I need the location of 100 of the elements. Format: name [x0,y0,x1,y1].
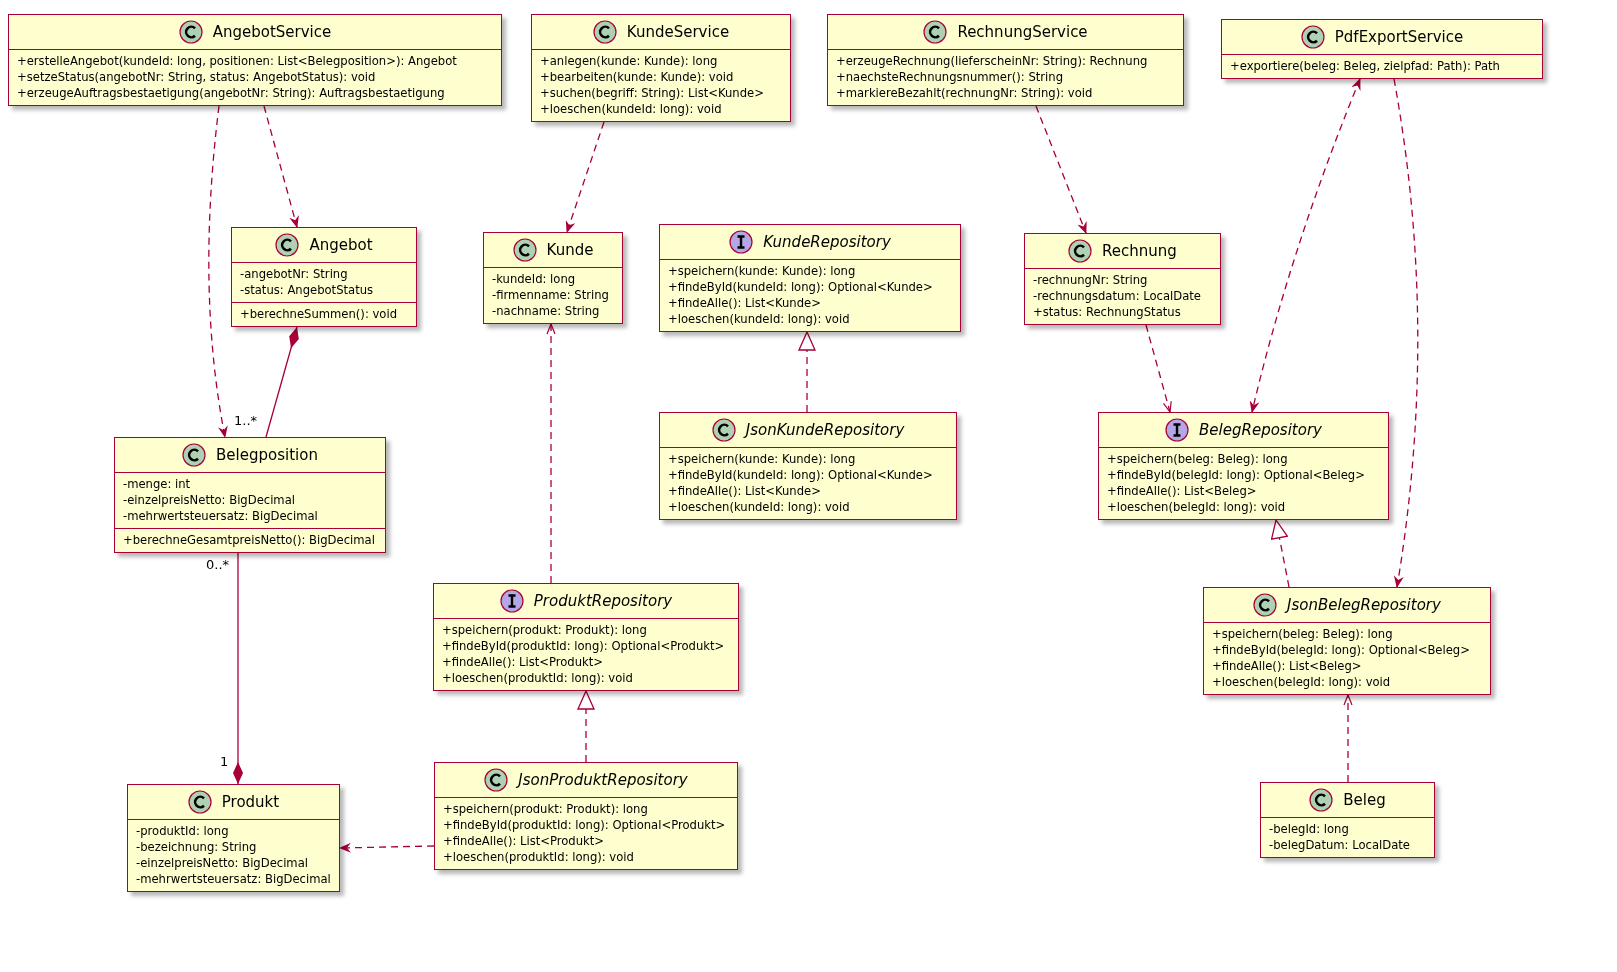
class-name: AngebotService [212,23,332,41]
member-text: -belegId: long [1269,821,1349,837]
class-name: JsonProduktRepository [518,771,688,789]
class-box [231,227,417,327]
class-name: Produkt [221,793,280,811]
member-text: -kundeId: long [492,271,576,287]
interface-box [433,583,739,691]
member-text: +speichern(beleg: Beleg): long [1107,451,1288,467]
class-box [483,232,623,324]
multiplicity-label: 1..* [234,413,258,428]
member-text: +findeAlle(): List<Produkt> [443,833,605,849]
member-text: +erzeugeRechnung(lieferscheinNr: String): Rechnung [836,53,1148,69]
dependency-arrow [546,323,556,584]
member-text: +loeschen(belegId: long): void [1212,674,1391,690]
class-name: JsonKundeRepository [745,421,905,439]
member-text: +loeschen(kundeId: long): void [668,499,850,515]
member-text: +findeById(kundeId: long): Optional<Kunde> [668,467,933,483]
member-text: +findeAlle(): List<Kunde> [668,483,821,499]
class-name: KundeRepository [763,233,891,251]
member-text: +berechneSummen(): void [240,306,397,322]
member-text: +bearbeiten(kunde: Kunde): void [540,69,734,85]
class-name: BelegRepository [1199,421,1322,439]
dependency-arrow [1035,105,1087,234]
member-text: +speichern(produkt: Produkt): long [442,622,647,638]
class-box [1203,587,1491,695]
realization-arrow [577,690,595,763]
member-text: +loeschen(kundeId: long): void [540,101,722,117]
member-text: -bezeichnung: String [136,839,257,855]
member-text: +erzeugeAuftragsbestaetigung(angebotNr: String): Auftragsbestaetigung [17,85,445,101]
member-text: +loeschen(produktId: long): void [443,849,634,865]
member-text: +status: RechnungStatus [1033,304,1181,320]
dependency-arrow [263,105,299,228]
multiplicity-label: 1 [220,754,229,769]
class-box [1221,19,1543,79]
member-text: +findeAlle(): List<Kunde> [668,295,821,311]
member-text: +findeById(produktId: long): Optional<Produkt> [443,817,726,833]
realization-arrow [798,331,816,413]
member-text: -status: AngebotStatus [240,282,374,298]
interface-box [659,224,961,332]
class-name: RechnungService [957,23,1088,41]
class-box [827,14,1184,106]
class-name: PdfExportService [1334,28,1464,46]
class-box [434,762,738,870]
member-text: -rechnungsdatum: LocalDate [1033,288,1201,304]
member-text: +suchen(begriff: String): List<Kunde> [540,85,764,101]
class-box [659,412,957,520]
class-box [8,14,502,106]
class-name: KundeService [626,23,730,41]
member-text: +erstelleAngebot(kundeId: long, positionen: List<Belegposition>): Angebot [17,53,457,69]
member-text: +findeById(belegId: long): Optional<Beleg> [1107,467,1365,483]
class-box [114,437,386,553]
dependency-arrow [1249,78,1361,413]
member-text: -mehrwertsteuersatz: BigDecimal [136,871,331,887]
member-text: +findeById(kundeId: long): Optional<Kunde> [668,279,933,295]
member-text: +speichern(kunde: Kunde): long [668,451,856,467]
dependency-arrow [1343,694,1353,783]
member-text: +loeschen(belegId: long): void [1107,499,1286,515]
member-text: +speichern(kunde: Kunde): long [668,263,856,279]
class-box [1024,233,1221,325]
interface-box [1098,412,1389,520]
dependency-arrow [1393,78,1419,588]
member-text: -mehrwertsteuersatz: BigDecimal [123,508,318,524]
member-text: +findeById(belegId: long): Optional<Beleg> [1212,642,1470,658]
composition-line [233,552,243,785]
multiplicity-label: 0..* [206,557,230,572]
class-name: Beleg [1343,791,1386,809]
member-text: -rechnungNr: String [1033,272,1148,288]
class-box [531,14,791,122]
composition-line [265,326,299,438]
class-name: Kunde [546,241,594,259]
dependency-arrow [1145,324,1172,413]
member-text: -angebotNr: String [240,266,348,282]
class-box [127,784,340,892]
member-text: -firmenname: String [492,287,609,303]
member-text: +speichern(produkt: Produkt): long [443,801,648,817]
member-text: -belegDatum: LocalDate [1269,837,1410,853]
member-text: -einzelpreisNetto: BigDecimal [136,855,308,871]
member-text: -produktId: long [136,823,229,839]
member-text: +findeAlle(): List<Produkt> [442,654,604,670]
class-name: Belegposition [216,446,318,464]
member-text: +speichern(beleg: Beleg): long [1212,626,1393,642]
class-name: Angebot [309,236,373,254]
realization-arrow [1270,519,1290,588]
member-text: -menge: int [123,476,191,492]
member-text: +findeAlle(): List<Beleg> [1107,483,1257,499]
class-name: Rechnung [1102,242,1177,260]
dependency-arrow [339,842,435,853]
member-text: +loeschen(produktId: long): void [442,670,633,686]
class-box [1260,782,1435,858]
dependency-arrow [208,105,228,438]
member-text: -einzelpreisNetto: BigDecimal [123,492,295,508]
member-text: +exportiere(beleg: Beleg, zielpfad: Path): Path [1230,58,1500,74]
member-text: +markiereBezahlt(rechnungNr: String): void [836,85,1093,101]
member-text: +berechneGesamtpreisNetto(): BigDecimal [123,532,375,548]
class-name: ProduktRepository [533,592,673,610]
member-text: +loeschen(kundeId: long): void [668,311,850,327]
dependency-arrow [565,121,605,233]
member-text: +anlegen(kunde: Kunde): long [540,53,718,69]
member-text: -nachname: String [492,303,600,319]
member-text: +findeAlle(): List<Beleg> [1212,658,1362,674]
